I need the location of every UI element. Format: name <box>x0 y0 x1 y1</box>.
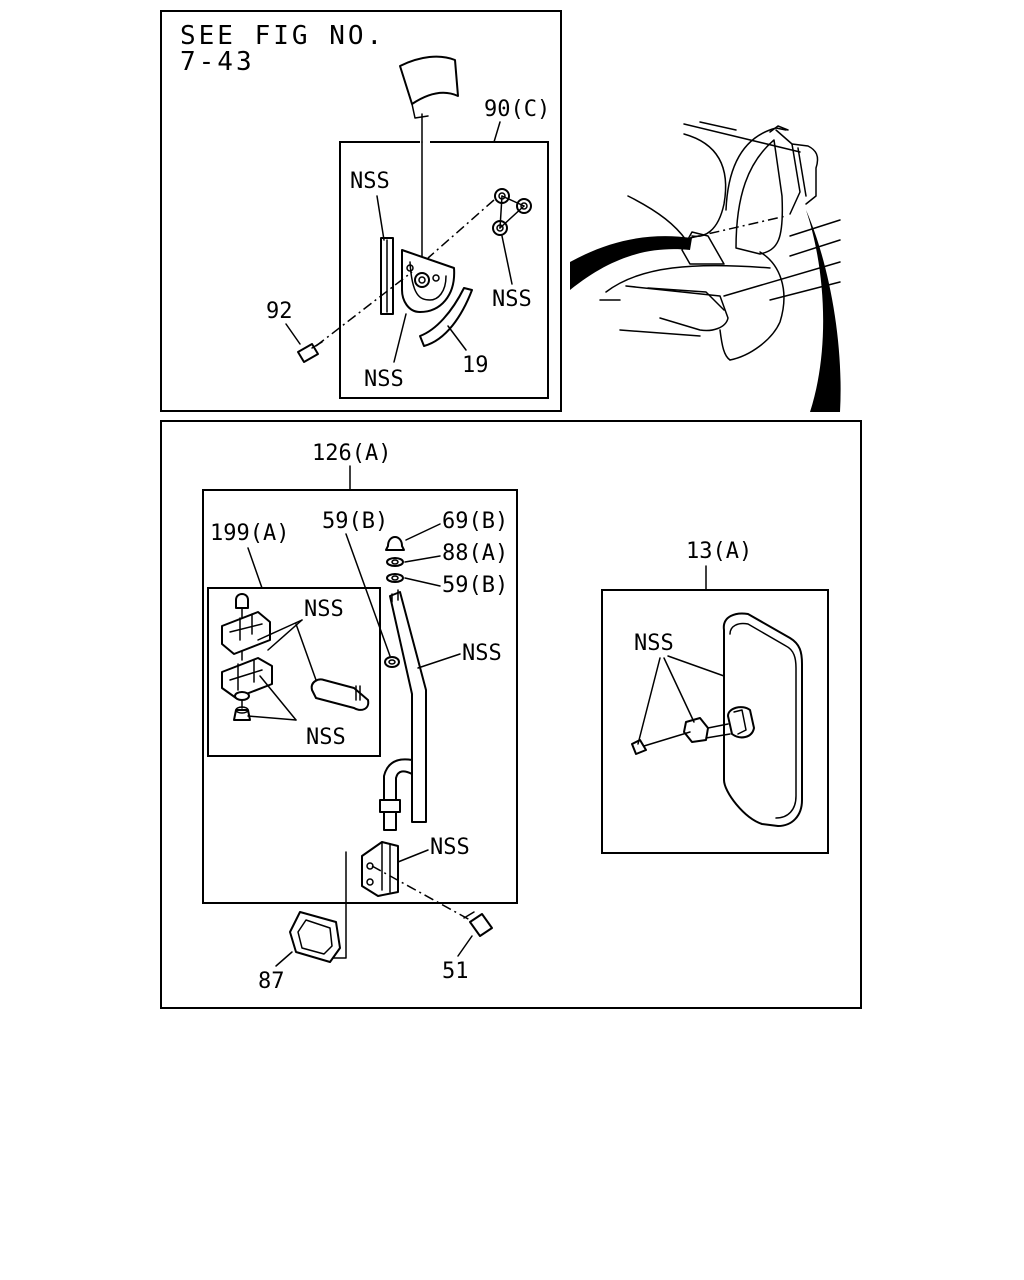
group-90c-frame <box>339 141 549 399</box>
label-88a: 88(A) <box>442 541 508 566</box>
leader-19 <box>447 325 467 351</box>
label-90c: 90(C) <box>484 97 550 122</box>
leader-nss-arm <box>417 653 461 669</box>
leader-69b <box>405 523 441 541</box>
label-51: 51 <box>442 959 469 984</box>
label-69b: 69(B) <box>442 509 508 534</box>
leader-nss-hinge <box>397 849 429 863</box>
leader-nss-mirror-3 <box>667 655 725 677</box>
leader-199a <box>247 547 263 589</box>
top-panel-frame <box>160 10 562 412</box>
connector-sweep-left <box>570 236 692 290</box>
label-126a: 126(A) <box>312 441 391 466</box>
washer-set-part <box>492 188 532 236</box>
leader-nss-clamp-3 <box>295 623 317 681</box>
bracket-part <box>401 249 456 313</box>
leader-nss-clamp-1 <box>257 619 303 641</box>
leader-59b-left <box>345 533 391 657</box>
label-nss-washers: NSS <box>492 287 532 312</box>
leader-nss-washers <box>501 235 513 285</box>
hose-part-19 <box>419 287 473 347</box>
leader-nss-mirror-1 <box>637 657 661 745</box>
label-nss-strip: NSS <box>350 169 390 194</box>
washer-59b-left <box>384 656 400 668</box>
connector-sweep-right <box>806 210 841 412</box>
leader-59b-right <box>404 577 441 587</box>
label-nss-clamp-top: NSS <box>304 597 344 622</box>
leader-nss-strip <box>376 195 385 241</box>
label-nss-arm: NSS <box>462 641 502 666</box>
group-13a-frame <box>601 589 829 854</box>
group-126a-frame <box>202 489 518 904</box>
label-87: 87 <box>258 969 285 994</box>
see-fig-note-line1: SEE FIG NO. <box>180 21 385 51</box>
cap-nut-69b <box>385 536 405 551</box>
leader-nss-clamp-5 <box>247 715 297 721</box>
dash-hinge-to-bolt <box>371 865 471 921</box>
label-59b-left: 59(B) <box>322 509 388 534</box>
label-13a: 13(A) <box>686 539 752 564</box>
bottom-panel-frame <box>160 420 862 1009</box>
leader-nss-mirror-2 <box>663 657 695 723</box>
label-nss-bracket: NSS <box>364 367 404 392</box>
label-59b-right: 59(B) <box>442 573 508 598</box>
leader-87 <box>275 951 293 967</box>
label-nss-mirror: NSS <box>634 631 674 656</box>
strip-part <box>380 237 394 315</box>
washer-59b-right <box>386 573 404 583</box>
label-nss-clamp-bottom: NSS <box>306 725 346 750</box>
dash-washers-to-bracket <box>427 199 495 259</box>
leader-92 <box>285 323 301 345</box>
leader-90c <box>493 121 501 143</box>
label-92: 92 <box>266 299 293 324</box>
dash-bolt-to-bracket <box>315 271 413 347</box>
leader-nss-clamp-4 <box>259 675 297 721</box>
washer-88a <box>386 557 404 567</box>
mirror-arm-part <box>379 589 427 831</box>
label-19: 19 <box>462 353 489 378</box>
mirror-part <box>631 612 803 827</box>
bolt-part-51 <box>463 911 493 937</box>
leader-51 <box>457 935 473 957</box>
leader-nss-bracket <box>393 313 407 363</box>
pad-part-87 <box>289 911 341 963</box>
clamp-bracket-parts <box>221 593 370 721</box>
hinge-bracket-part <box>361 841 399 897</box>
label-199a: 199(A) <box>210 521 289 546</box>
see-fig-note-line2: 7-43 <box>180 47 255 77</box>
leader-88a <box>404 555 441 563</box>
label-nss-hinge: NSS <box>430 835 470 860</box>
mirror-head-reference <box>399 55 459 143</box>
truck-cab-illustration <box>599 121 841 361</box>
